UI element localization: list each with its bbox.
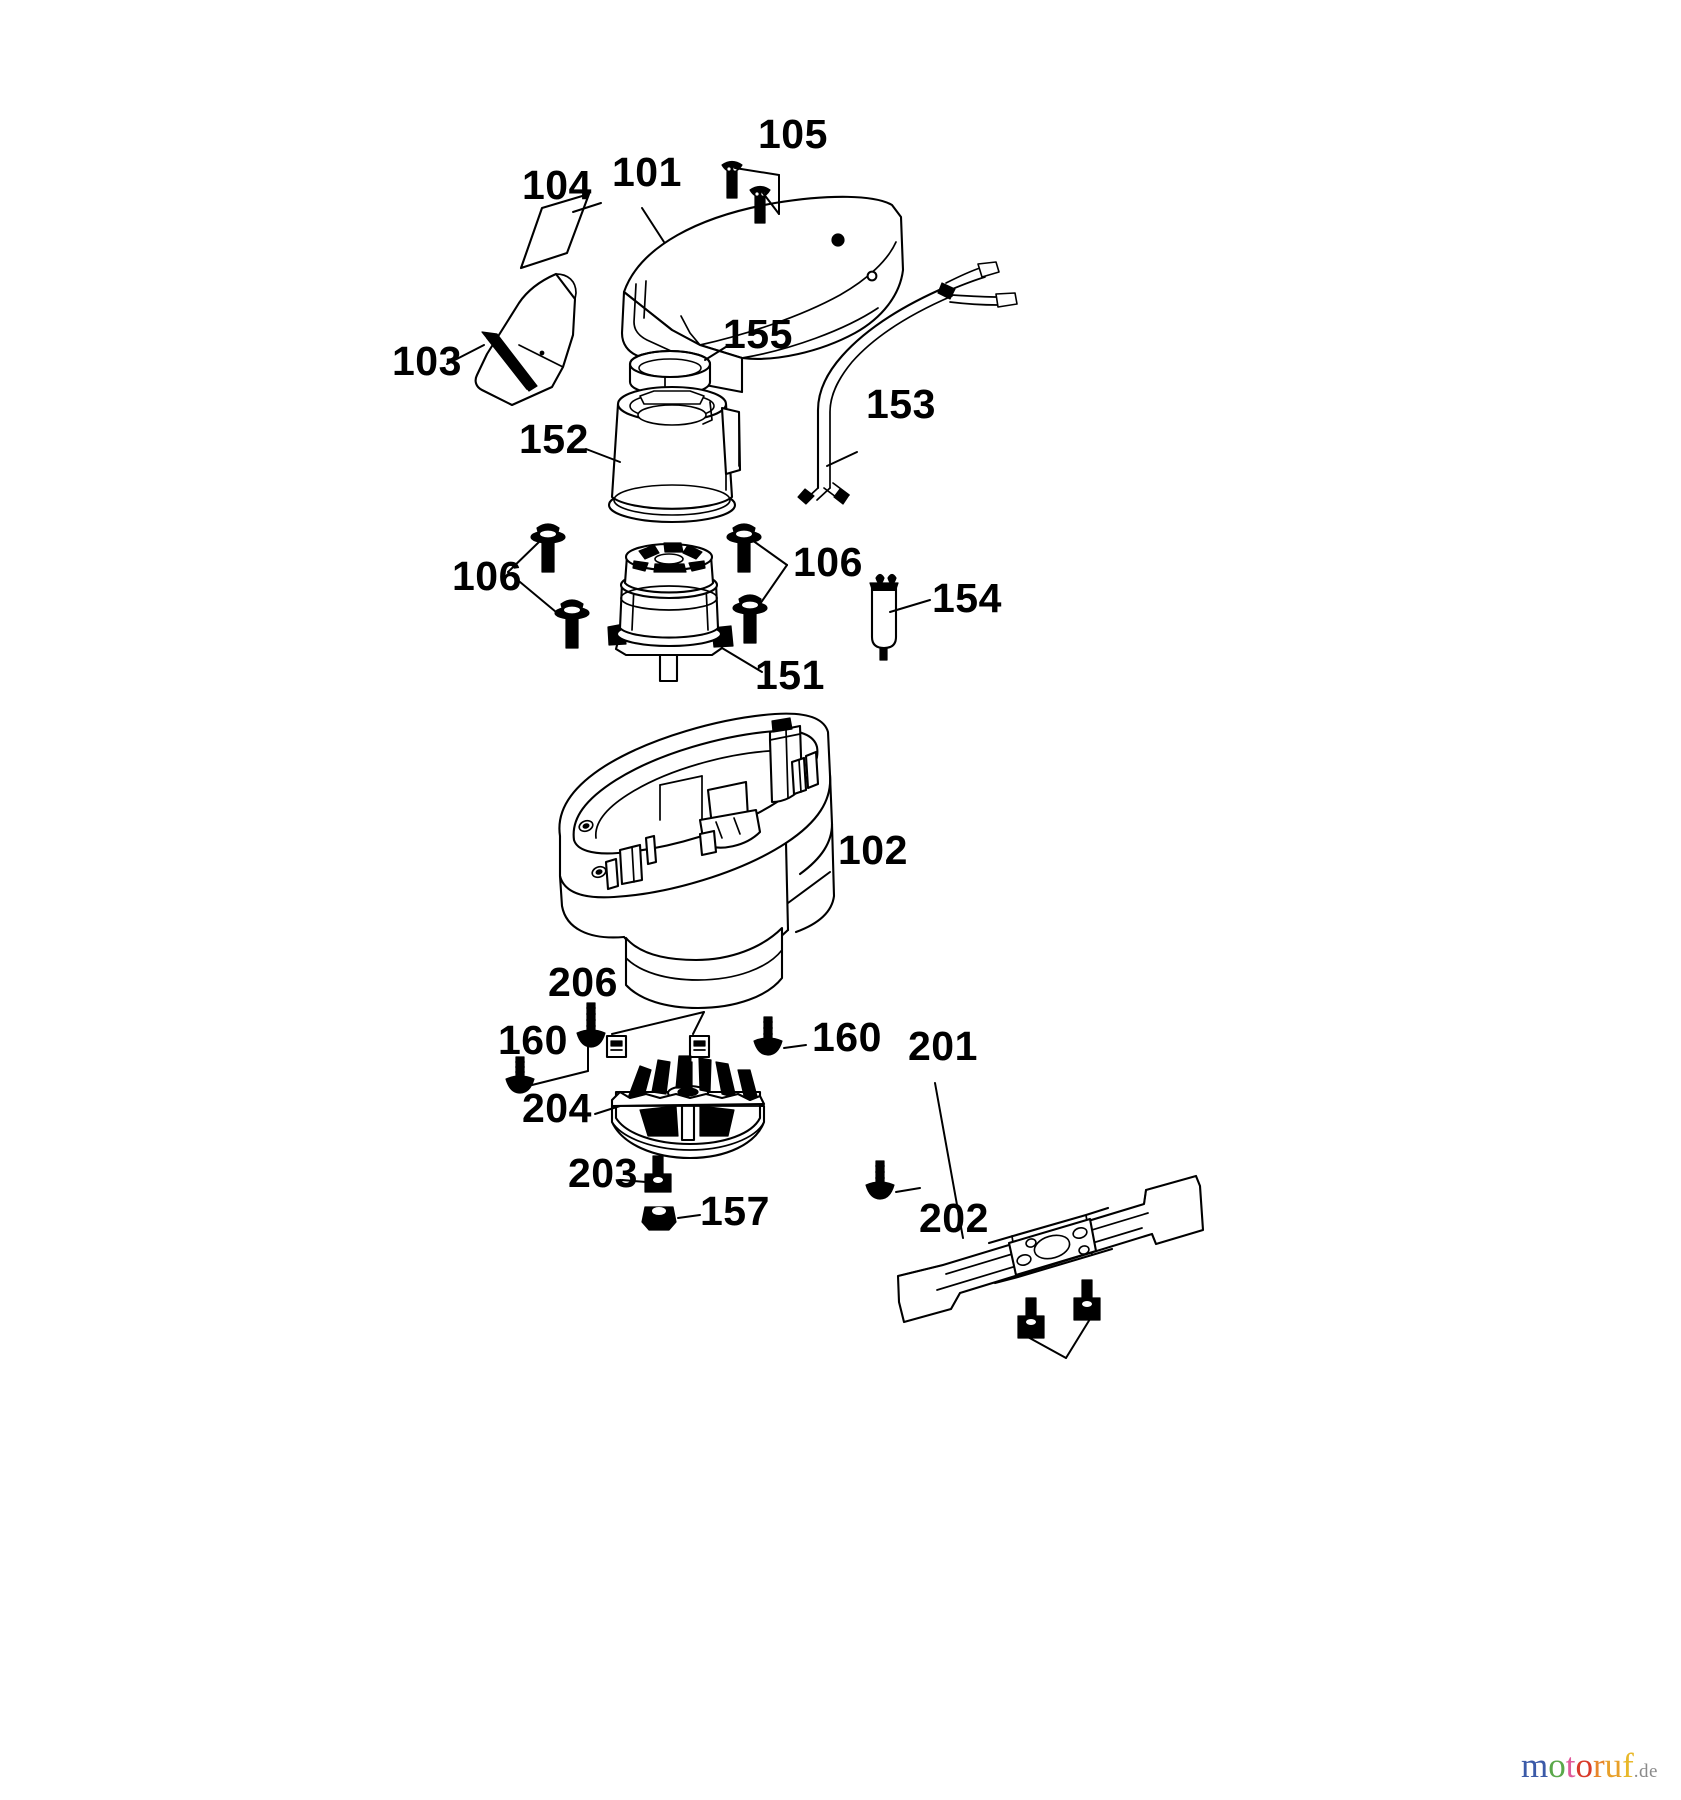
screw-106-lower-right <box>732 594 768 644</box>
callout-203: 203 <box>568 1150 638 1196</box>
part-157-lock-nut <box>641 1206 701 1231</box>
screw-106-lower-left <box>554 599 590 649</box>
part-154-capacitor <box>869 573 931 661</box>
watermark-letter-t: t <box>1565 1746 1576 1785</box>
watermark-letter-o1: o <box>1548 1746 1566 1785</box>
callout-102: 102 <box>838 827 908 873</box>
watermark-letter-f: f <box>1622 1746 1634 1785</box>
callout-101: 101 <box>612 149 682 195</box>
callout-106-right: 106 <box>793 539 863 585</box>
part-102-lower-deck-housing <box>558 712 836 1010</box>
watermark-letter-o2: o <box>1575 1746 1593 1785</box>
part-202-blade-fixing-screws <box>1017 1279 1101 1359</box>
screw-160-d <box>865 1160 895 1200</box>
callout-204: 204 <box>522 1085 592 1131</box>
part-201-cutting-blade <box>896 1082 1205 1324</box>
part-204-fan-impeller <box>594 1055 766 1160</box>
callout-154: 154 <box>932 575 1002 621</box>
callout-153: 153 <box>866 381 936 427</box>
screw-160-a <box>505 1056 535 1094</box>
watermark-letter-r: r <box>1592 1746 1605 1785</box>
screw-160-b <box>576 1002 606 1048</box>
part-101-upper-cover-hood <box>620 195 905 394</box>
watermark-letter-u: u <box>1604 1746 1623 1785</box>
callout-103: 103 <box>392 338 462 384</box>
callout-157: 157 <box>700 1188 770 1234</box>
clip-206-a <box>605 1034 628 1059</box>
part-106-motor-mount-screws <box>507 523 788 649</box>
part-151-electric-motor <box>607 542 763 683</box>
callout-105: 105 <box>758 111 828 157</box>
part-206-retaining-clips <box>605 1011 711 1059</box>
callout-201: 201 <box>908 1023 978 1069</box>
part-105-cover-screws <box>721 160 780 224</box>
callout-152: 152 <box>519 416 589 462</box>
part-104-name-plate-label <box>519 192 602 270</box>
part-152-motor-housing-cowl <box>585 385 742 524</box>
screw-106-upper-left <box>530 523 566 573</box>
callout-106-left: 106 <box>452 553 522 599</box>
screw-202-b <box>1073 1279 1101 1321</box>
screw-202-a <box>1017 1297 1045 1339</box>
screw-106-upper-right <box>726 523 762 573</box>
clip-206-b <box>688 1034 711 1059</box>
part-160-self-tapping-screws <box>505 1002 921 1200</box>
callout-206: 206 <box>548 959 618 1005</box>
callout-151: 151 <box>755 652 825 698</box>
part-103-side-cover-flap <box>446 272 577 407</box>
part-155-sealing-ring <box>628 344 730 397</box>
screw-160-c <box>753 1016 783 1056</box>
part-153-wiring-harness-cable <box>797 261 1018 505</box>
callout-104: 104 <box>522 162 592 208</box>
callout-202: 202 <box>919 1195 989 1241</box>
motoruf-watermark: motoruf.de <box>1521 1748 1658 1783</box>
callout-160-right: 160 <box>812 1014 882 1060</box>
watermark-letter-m: m <box>1521 1746 1549 1785</box>
callout-160-left: 160 <box>498 1017 568 1063</box>
watermark-suffix: .de <box>1633 1761 1658 1782</box>
part-203-blade-bolt <box>621 1155 672 1193</box>
callout-155: 155 <box>723 311 793 357</box>
